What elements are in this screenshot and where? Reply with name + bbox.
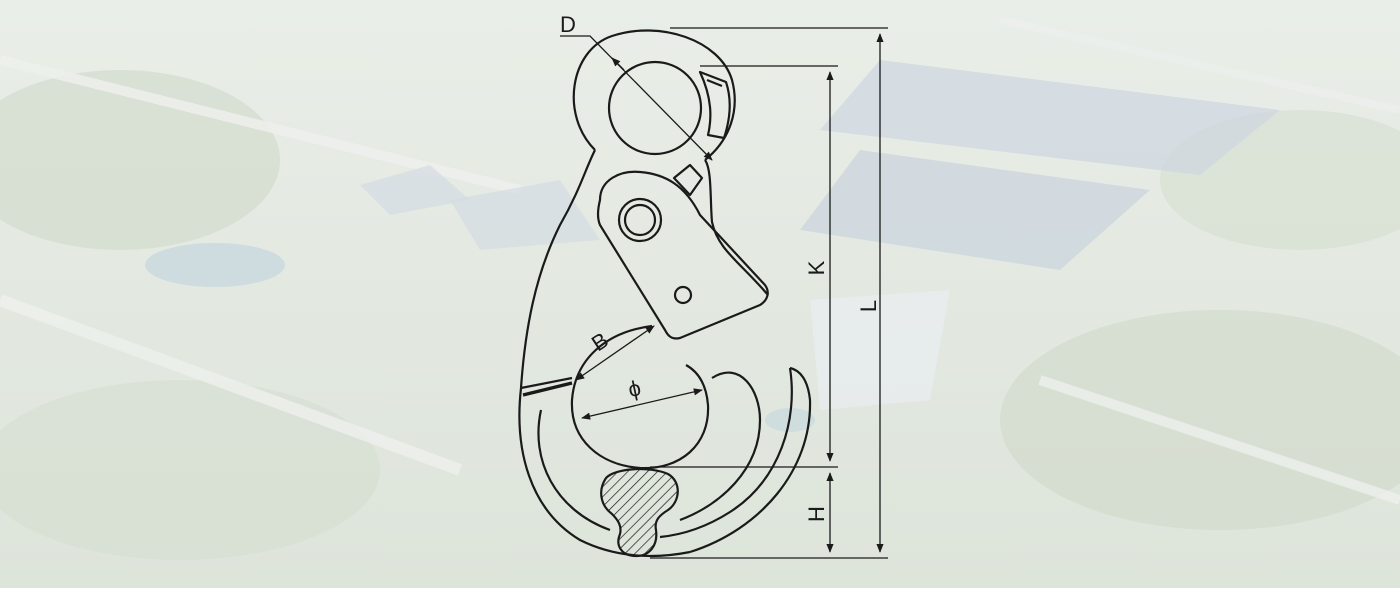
latch-pivot-outer [617, 197, 663, 243]
latch-pin [673, 285, 693, 305]
safety-latch [597, 170, 769, 340]
label-h: H [804, 506, 829, 522]
hook-section-hatched [600, 467, 679, 558]
latch-pivot-inner [623, 203, 657, 237]
label-k: K [804, 260, 829, 275]
label-l: L [856, 300, 881, 312]
label-phi: ϕ [626, 375, 643, 402]
hook-outline [518, 29, 812, 558]
hook-body-left [518, 149, 691, 558]
dim-d-leader [560, 35, 713, 161]
dim-b-line [575, 325, 655, 381]
dimension-lines [560, 27, 888, 559]
hook-tip-inner [679, 371, 762, 522]
eye-outline [572, 29, 736, 161]
hook-lower-gutter [537, 409, 611, 532]
pivot-lug [672, 163, 704, 197]
eye-bore [607, 60, 703, 156]
hook-body-back [704, 159, 769, 296]
label-d: D [560, 12, 576, 37]
hook-tip-outer [689, 366, 812, 554]
eye-lip [698, 70, 731, 140]
dim-phi-line [581, 388, 703, 420]
